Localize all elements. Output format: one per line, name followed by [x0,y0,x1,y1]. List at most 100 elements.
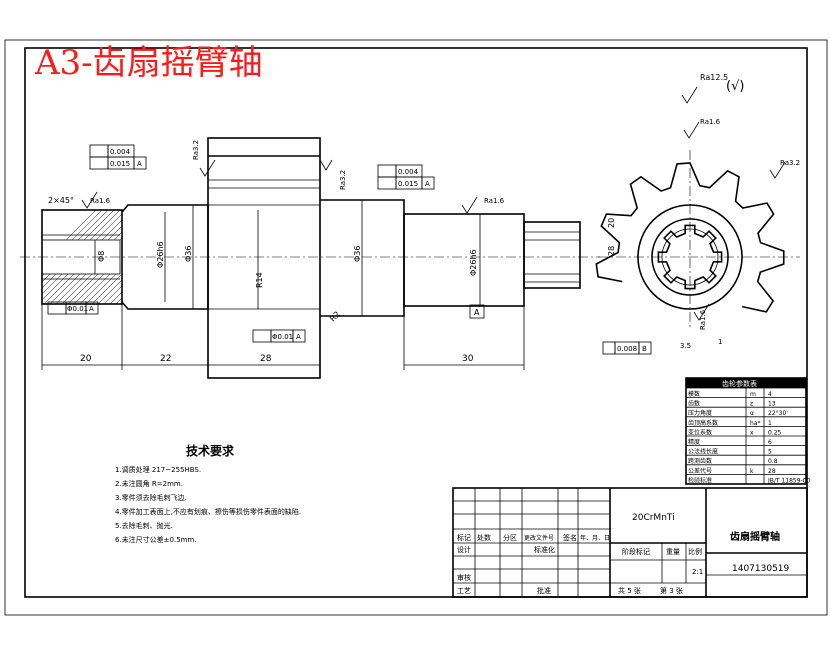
ra-label-4: Ra1.6 [484,197,505,205]
param-cell: m [750,391,756,398]
tol-frame-1b-sym [89,156,109,170]
gear-hub-circle [637,204,743,310]
roughness-symbol-2 [199,159,216,177]
param-cell: 模数 [688,390,700,398]
roughness-marks: Ra1.6 Ra3.2 Ra3.2 Ra1.6 Ra12.5 (√) Ra1.6… [81,73,800,330]
tb-review: 审核 [457,573,471,582]
gear-tol-datum: B [642,345,647,353]
tech-item-2: 2.未注圆角 R=2mm. [115,479,183,488]
tech-item-3: 3.零件须去除毛刺飞边. [115,493,187,502]
runout-frame-2-datum [292,329,306,343]
param-cell: 6 [768,439,772,446]
tb-col-3: 更改文件号 [524,534,554,542]
param-cell: 0.8 [768,458,778,465]
gear-frame-datum [638,341,652,355]
param-cell: α [750,410,754,417]
dim-r-corner: R2 [328,310,342,324]
tb-col-2: 分区 [503,533,517,542]
ra-label-3: Ra3.2 [339,170,347,190]
roughness-symbol-1 [81,191,98,209]
param-cell: k [750,468,754,475]
ra-label-5: Ra1.6 [700,118,721,126]
spline-end [523,221,581,289]
roughness-symbol-general [681,86,698,104]
title-block-border [452,487,808,598]
dim-30: 30 [462,354,474,364]
tb-scale-label: 比例 [688,547,702,556]
gear-off-dim: 3.5 [680,342,691,350]
hatch-line [97,210,122,304]
dim-d-right: Φ26h6 [469,249,478,276]
ra-general-note: (√) [726,79,744,94]
dim-28: 28 [260,354,272,364]
tb-weight: 重量 [666,548,680,556]
dim-chamfer: 2×45° [48,196,74,205]
hatch-line [85,210,122,304]
ra-label-6: Ra3.2 [780,159,800,167]
dim-22: 22 [160,354,171,364]
roughness-symbol-3 [319,159,333,171]
tb-col-0: 标记 [457,533,471,542]
runout-frame-1-datum [85,301,99,315]
tol-mid-2: 0.015 [398,180,418,188]
tol-frame-1-sym [89,144,109,158]
param-table-header: 齿轮参数表 [722,379,757,388]
param-cell: 公差代号 [688,467,712,475]
param-cell: 13 [768,401,776,408]
tol-left-2: 0.015 [110,160,130,168]
dim-20: 20 [80,354,92,364]
roughness-symbol-5 [683,121,700,139]
param-cell: 压力角度 [688,409,712,417]
param-cell: 跨测齿数 [688,457,712,465]
tol-frame-2b-sym [377,176,397,190]
roughness-symbol-7 [693,303,710,321]
param-cell: z [750,401,753,408]
param-cell: 22°30' [768,410,788,417]
param-cell: 0.25 [768,429,782,436]
tech-item-6: 6.未注尺寸公差±0.5mm. [115,535,197,544]
param-cell: x [750,429,754,436]
roughness-symbol-4 [461,196,478,214]
dim-r-mid: R14 [255,272,264,288]
gear-frame-sym [602,341,616,355]
tb-drawing-no: 1407130519 [732,564,790,574]
dim-d-left: Φ26h6 [156,241,165,268]
gear-tol-val: 0.008 [617,345,637,353]
tech-requirements: 技术要求 1.调质处理 217~255HBS. 2.未注圆角 R=2mm. 3.… [115,443,301,544]
length-dimensions: 20 22 28 30 [41,304,525,378]
hatch-line [103,210,122,304]
runout-center-datum: A [296,333,301,341]
tb-approve: 批准 [537,586,551,595]
hub-segment [207,137,321,379]
param-cell: JB/T 11859-00 [767,477,811,484]
tb-col-4: 签名 [563,533,577,542]
tb-sheet-no: 第 3 张 [660,586,683,595]
param-cell: 齿数 [688,400,700,408]
inner-border [24,47,808,598]
runout-left-datum: A [89,305,94,313]
runout-center-val: Φ0.01 [272,333,293,341]
ra-label-7: Ra1.6 [699,309,707,330]
title-block: 20CrMnTi 齿扇摇臂轴 1407130519 2:1 阶段标记 重量 比例… [452,487,808,598]
ra-general: Ra12.5 [700,73,728,82]
ra-label-1: Ra1.6 [90,197,111,205]
tb-col-1: 处数 [477,533,491,542]
gear-off2-dim: 1 [718,338,722,346]
tech-title: 技术要求 [186,443,235,458]
spline-profile [657,224,723,290]
tol-left-3: A [137,160,142,168]
param-cell: 1 [768,420,772,427]
gear-teeth-profile [595,162,785,313]
param-table-header-bg [686,378,806,388]
gear-h2-dim: 20 [607,218,616,228]
tb-scale: 2:1 [692,568,703,576]
tb-col-5: 年、月、日 [580,534,610,542]
spline-outer-circle [651,218,729,296]
tol-mid-1: 0.004 [398,168,419,176]
datum-a-label: A [474,308,480,317]
ra-label-2: Ra3.2 [192,140,200,160]
param-cell: 齿顶高系数 [688,419,718,427]
param-cell: 变位系数 [688,428,712,436]
param-cell: ha* [750,420,760,427]
